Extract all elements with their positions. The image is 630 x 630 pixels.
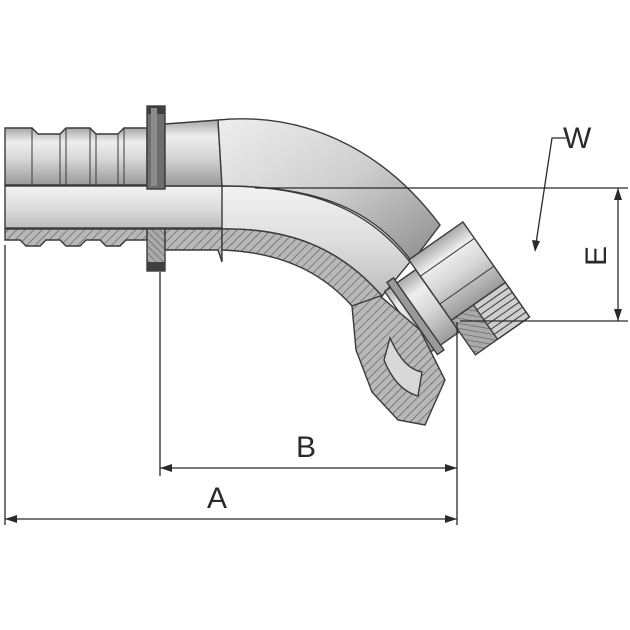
dimension-lines xyxy=(4,137,628,525)
ferrule-section xyxy=(164,228,223,263)
hose-tail xyxy=(4,127,226,247)
swivel-nut xyxy=(383,220,531,356)
collar-ring xyxy=(146,105,166,272)
hose-tail-bore xyxy=(4,185,226,229)
label-w: W xyxy=(563,122,592,155)
elbow-bend xyxy=(217,118,441,307)
hose-tail-outer xyxy=(4,127,148,186)
label-b: B xyxy=(296,431,316,464)
label-e: E xyxy=(580,246,613,266)
label-a: A xyxy=(207,482,227,515)
ferrule xyxy=(164,119,223,263)
hose-tail-section xyxy=(4,228,148,247)
dimension-w-leader xyxy=(534,137,566,251)
